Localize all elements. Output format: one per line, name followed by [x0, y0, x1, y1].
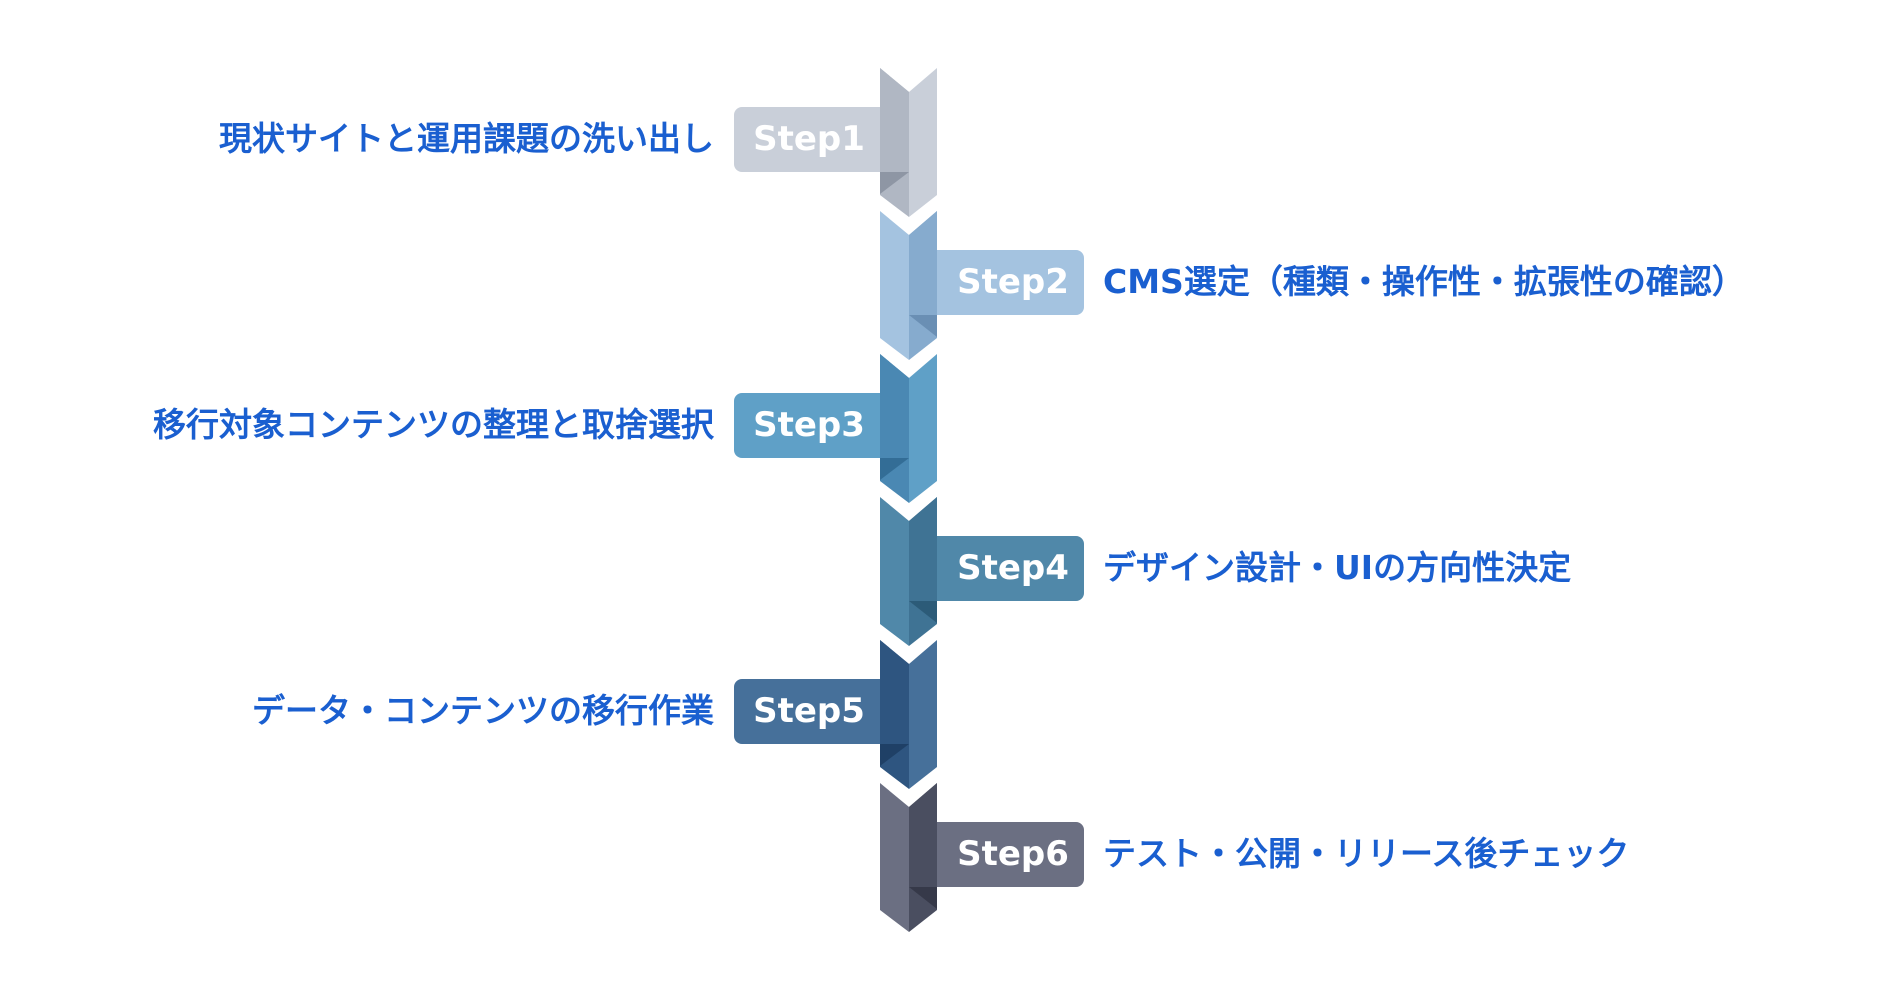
fold-shadow [880, 458, 909, 480]
segment-right-face [909, 640, 937, 789]
segment-left-face [880, 783, 909, 932]
step-description: 移行対象コンテンツの整理と取捨選択 [153, 405, 714, 444]
segment-right-face [909, 68, 937, 217]
step-label: Step6 [957, 834, 1069, 874]
step-label-box [924, 536, 1084, 601]
fold-shadow [909, 601, 937, 623]
step-label: Step2 [957, 262, 1069, 302]
step-label-box [734, 679, 894, 744]
step-label: Step3 [753, 405, 865, 445]
step-description: デザイン設計・UIの方向性決定 [1103, 548, 1572, 587]
segment-right-face-top [909, 783, 937, 887]
segment-left-face-top [880, 354, 909, 458]
step-label: Step4 [957, 548, 1069, 588]
fold-shadow [909, 315, 937, 337]
segment-left-face-top [880, 68, 909, 172]
step-label: Step5 [753, 691, 865, 731]
segment-left-face-top [880, 640, 909, 744]
step-label-box [924, 250, 1084, 315]
segment-left-face [880, 497, 909, 646]
step-description: テスト・公開・リリース後チェック [1103, 834, 1630, 873]
fold-shadow [880, 172, 909, 194]
step-label: Step1 [753, 119, 865, 159]
step-label-box [924, 822, 1084, 887]
step-label-box [734, 107, 894, 172]
segment-right-face [909, 354, 937, 503]
segment-right-face-top [909, 497, 937, 601]
segment-right-face-top [909, 211, 937, 315]
fold-shadow [880, 744, 909, 766]
step-description: 現状サイトと運用課題の洗い出し [219, 119, 714, 158]
step-description: データ・コンテンツの移行作業 [252, 691, 714, 730]
step-description: CMS選定（種類・操作性・拡張性の確認） [1103, 262, 1745, 301]
step-label-box [734, 393, 894, 458]
fold-shadow [909, 887, 937, 909]
segment-left-face [880, 211, 909, 360]
